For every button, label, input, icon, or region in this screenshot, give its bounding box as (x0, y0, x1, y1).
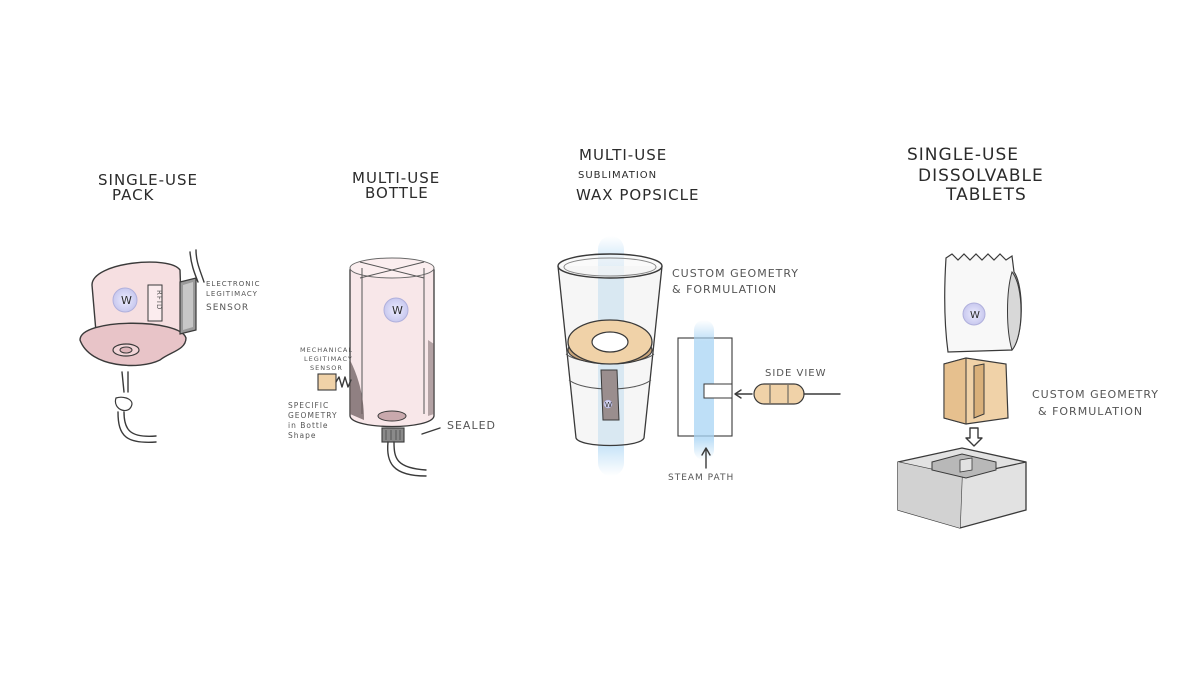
concept-multi-use-bottle: MULTI-USE BOTTLE W (288, 169, 496, 477)
concept-2-title-line-2: BOTTLE (365, 184, 429, 202)
geometry-label-3: in Bottle (288, 421, 329, 430)
sealed-label: SEALED (447, 419, 496, 432)
concept-dissolvable-tablets: SINGLE-USE DISSOLVABLE TABLETS W CUSTOM … (897, 145, 1159, 529)
tablet-custom-geometry-label-1: CUSTOM GEOMETRY (1032, 388, 1159, 401)
electronic-sensor-label-3: SENSOR (206, 303, 249, 313)
single-use-pack-illustration: W RFID (79, 249, 205, 443)
concept-wax-popsicle: MULTI-USE SUBLIMATION WAX POPSICLE (557, 146, 841, 483)
side-view-wax (753, 383, 805, 405)
sealed-leader-line (421, 427, 441, 435)
concept-1-title-line-1: SINGLE-USE (98, 171, 198, 189)
popsicle-stick (600, 369, 620, 421)
geometry-label-4: Shape (288, 431, 317, 440)
rfid-tag-label: RFID (155, 290, 163, 310)
brand-logo-icon (112, 287, 138, 313)
dissolvable-tablets-illustration: W (897, 253, 1027, 529)
brand-logo-letter: W (605, 401, 613, 409)
wax-popsicle-illustration: W (557, 236, 841, 476)
steam-path-label: STEAM PATH (668, 473, 734, 483)
concept-3-title-line-1: MULTI-USE (579, 146, 667, 164)
mechanical-sensor-label-2: LEGITIMACY (304, 355, 353, 363)
geometry-label-1: SPECIFIC (288, 401, 329, 410)
concept-4-title-line-1: SINGLE-USE (907, 145, 1019, 165)
concept-3-title-line-2: SUBLIMATION (578, 170, 657, 181)
brand-logo-letter: W (970, 310, 981, 321)
electronic-sensor-label-1: ELECTRONIC (206, 280, 260, 288)
brand-logo-letter: W (392, 304, 404, 317)
concept-2-title-line-1: MULTI-USE (352, 169, 440, 187)
brand-logo-icon (383, 297, 409, 323)
mechanical-sensor-spring (335, 376, 352, 388)
electronic-sensor-label-2: LEGITIMACY (206, 290, 258, 298)
concept-1-title-line-2: PACK (112, 186, 155, 204)
custom-geometry-label-2: & FORMULATION (672, 283, 777, 296)
tablet-custom-geometry-label-2: & FORMULATION (1038, 405, 1143, 418)
side-view-label: SIDE VIEW (765, 368, 827, 379)
brand-logo-icon (962, 302, 986, 326)
concept-4-title-line-2: DISSOLVABLE (918, 166, 1044, 186)
concept-3-title-line-3: WAX POPSICLE (576, 186, 699, 204)
mechanical-sensor-block (317, 373, 337, 391)
geometry-label-2: GEOMETRY (288, 411, 338, 420)
rfid-tag (147, 284, 163, 322)
custom-geometry-label-1: CUSTOM GEOMETRY (672, 267, 799, 280)
brand-logo-letter: W (121, 294, 133, 307)
concept-single-use-pack: SINGLE-USE PACK W RFID (79, 171, 260, 443)
mechanical-sensor-label-3: SENSOR (310, 364, 343, 372)
concept-4-title-line-3: TABLETS (945, 185, 1027, 205)
multi-use-bottle-illustration: W (317, 257, 435, 477)
mechanical-sensor-label-1: MECHANICAL (300, 346, 353, 354)
